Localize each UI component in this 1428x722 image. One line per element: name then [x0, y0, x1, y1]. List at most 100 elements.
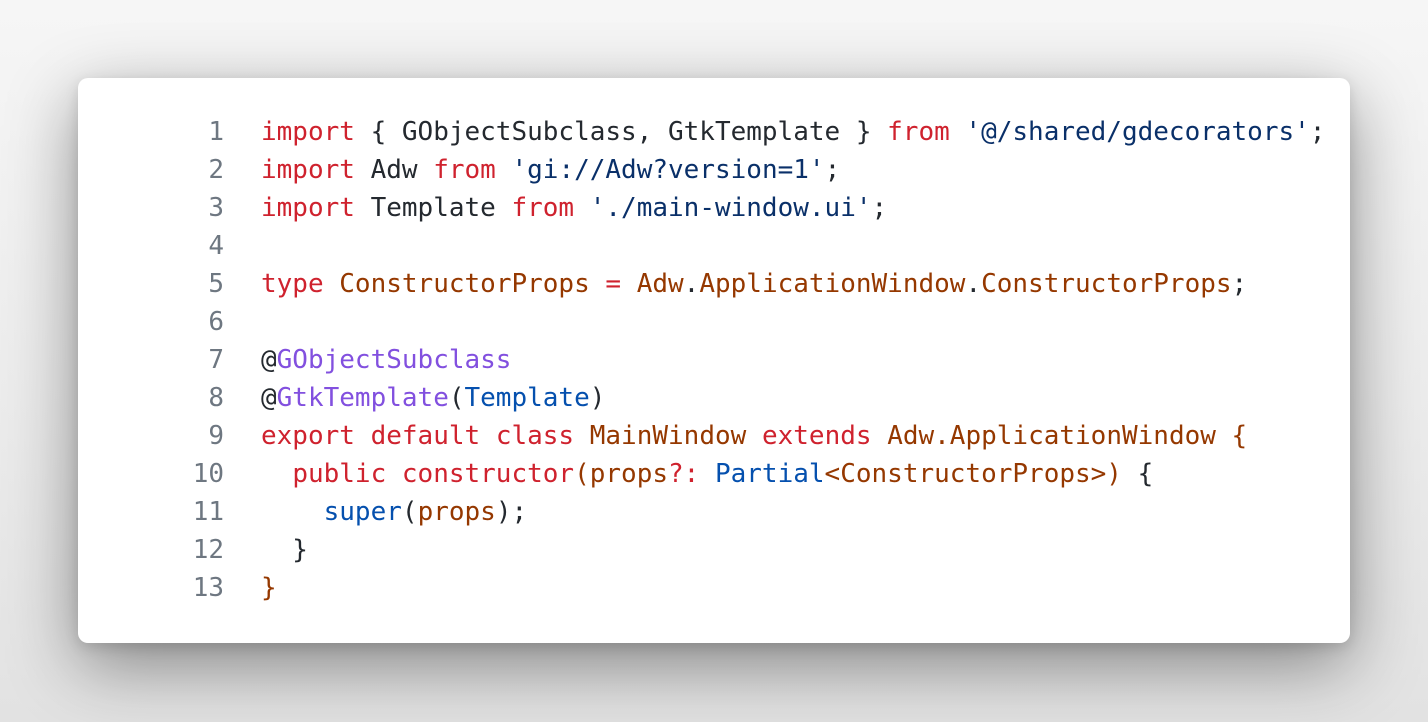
line-number: 2: [208, 155, 224, 185]
code-token: ;: [871, 193, 888, 223]
code-line: 11 super(props);: [78, 493, 1350, 531]
code-token: [480, 421, 496, 451]
code-text: import Adw from 'gi://Adw?version=1';: [224, 151, 840, 189]
code-token: (: [448, 383, 465, 413]
code-token: Adw: [636, 269, 684, 299]
code-line: 4: [78, 227, 1350, 265]
line-number: 13: [192, 573, 224, 603]
code-token: ;: [1309, 117, 1326, 147]
code-token: [950, 117, 966, 147]
code-token: [699, 459, 715, 489]
code-token: import: [261, 155, 355, 185]
code-line: 13}: [78, 569, 1350, 607]
code-line: 7@GObjectSubclass: [78, 341, 1350, 379]
code-token: './main-window.ui': [589, 193, 872, 223]
code-token: }: [261, 535, 308, 565]
code-token: =: [605, 269, 622, 299]
code-token: public: [292, 459, 387, 489]
code-text: public constructor(props?: Partial<Const…: [224, 455, 1153, 493]
code-token: Template: [464, 383, 590, 413]
code-token: );: [495, 497, 528, 527]
code-token: GObjectSubclass: [276, 345, 512, 375]
code-token: GtkTemplate: [276, 383, 449, 413]
line-number: 7: [208, 345, 224, 375]
line-number: 8: [208, 383, 224, 413]
code-token: class: [495, 421, 575, 451]
code-token: Adw: [354, 155, 434, 185]
line-number: 3: [208, 193, 224, 223]
line-number: 9: [208, 421, 224, 451]
code-token: .: [683, 269, 700, 299]
code-text: [224, 303, 261, 341]
code-token: default: [370, 421, 481, 451]
code-token: [574, 193, 590, 223]
code-token: export: [261, 421, 355, 451]
line-number: 12: [192, 535, 224, 565]
code-token: Template: [354, 193, 512, 223]
code-text: export default class MainWindow extends …: [224, 417, 1247, 455]
code-token: ApplicationWindow: [699, 269, 966, 299]
line-number: 11: [192, 497, 224, 527]
code-text: import Template from './main-window.ui';: [224, 189, 887, 227]
line-number: 5: [208, 269, 224, 299]
code-line: 6: [78, 303, 1350, 341]
code-text: [224, 227, 261, 265]
code-text: import { GObjectSubclass, GtkTemplate } …: [224, 113, 1325, 151]
line-number: 10: [192, 459, 224, 489]
code-token: [261, 459, 292, 489]
code-token: ?:: [668, 459, 700, 489]
code-token: props: [417, 497, 496, 527]
code-token: constructor: [401, 459, 575, 489]
code-token: import: [261, 117, 355, 147]
code-token: ConstructorProps: [339, 269, 590, 299]
code-token: 'gi://Adw?version=1': [511, 155, 825, 185]
code-line: 10 public constructor(props?: Partial<Co…: [78, 455, 1350, 493]
code-token: from: [511, 193, 575, 223]
code-token: {: [1121, 459, 1154, 489]
code-token: [872, 421, 888, 451]
code-token: [355, 421, 371, 451]
code-token: super: [323, 497, 402, 527]
code-text: }: [224, 569, 277, 607]
code-token: { GObjectSubclass, GtkTemplate }: [354, 117, 888, 147]
code-line: 12 }: [78, 531, 1350, 569]
code-token: extends: [761, 421, 872, 451]
code-line: 8@GtkTemplate(Template): [78, 379, 1350, 417]
code-token: ConstructorProps: [981, 269, 1232, 299]
code-token: @: [261, 345, 277, 375]
code-token: <ConstructorProps>): [824, 459, 1122, 489]
code-text: @GObjectSubclass: [224, 341, 511, 379]
code-token: @: [261, 383, 277, 413]
code-token: }: [261, 573, 277, 603]
code-token: ;: [824, 155, 841, 185]
code-token: [621, 269, 637, 299]
code-token: '@/shared/gdecorators': [965, 117, 1310, 147]
code-token: [496, 155, 512, 185]
code-token: (: [401, 497, 418, 527]
code-text: @GtkTemplate(Template): [224, 379, 605, 417]
code-token: Adw.ApplicationWindow {: [887, 421, 1248, 451]
line-number: 4: [208, 231, 224, 261]
code-token: [590, 269, 606, 299]
code-token: MainWindow: [589, 421, 747, 451]
code-token: [261, 497, 324, 527]
code-token: [746, 421, 762, 451]
code-token: from: [433, 155, 496, 185]
code-token: [324, 269, 340, 299]
code-token: ;: [1231, 269, 1248, 299]
code-token: import: [261, 193, 355, 223]
line-number: 1: [208, 117, 224, 147]
code-token: ): [589, 383, 606, 413]
code-text: }: [224, 531, 308, 569]
code-token: Partial: [714, 459, 825, 489]
code-token: .: [965, 269, 982, 299]
line-number: 6: [208, 307, 224, 337]
code-text: super(props);: [224, 493, 528, 531]
code-text: type ConstructorProps = Adw.ApplicationW…: [224, 265, 1247, 303]
